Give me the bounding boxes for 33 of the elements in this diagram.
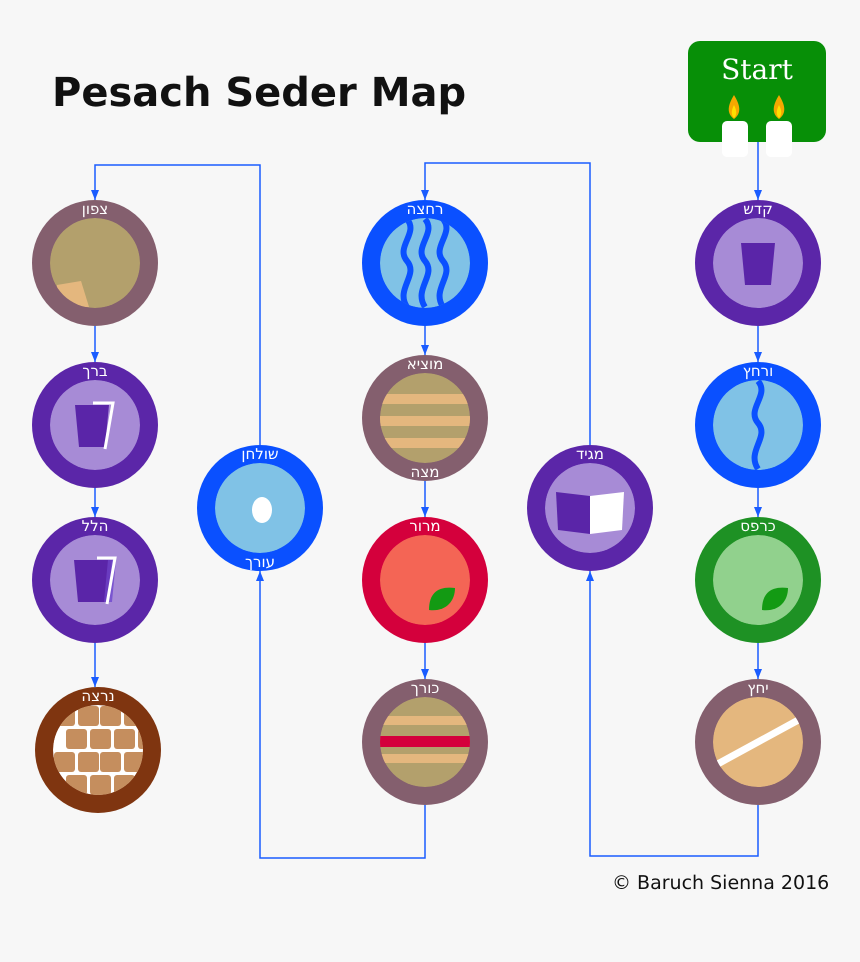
connector-arrow (91, 164, 261, 445)
connector-arrow (421, 643, 429, 679)
step-name: מרור (408, 517, 442, 535)
connector-arrow (421, 162, 591, 445)
connector-arrow (256, 571, 426, 859)
step-name: נרצה (80, 687, 116, 705)
step-name: ברך (81, 362, 109, 380)
step-name: כרפס (739, 517, 777, 535)
step-name: צפון (80, 200, 110, 218)
connector-arrow (91, 326, 99, 362)
connector-arrow (586, 571, 759, 857)
step-name: מגיד (575, 445, 605, 463)
connector-arrow (91, 488, 99, 517)
connector-arrow (754, 326, 762, 362)
connector-arrow (754, 643, 762, 679)
step-name: מצה (410, 463, 440, 481)
step-name: עורך (244, 553, 276, 571)
step-name: קדש (742, 200, 774, 218)
step-name: ורחץ (742, 362, 774, 380)
connector-arrow (421, 481, 429, 517)
copyright-note: © Baruch Sienna 2016 (612, 872, 830, 894)
step-name: כורך (410, 679, 440, 697)
connector-arrow (754, 142, 762, 200)
connector-arrow (754, 488, 762, 517)
connector-arrow (421, 326, 429, 355)
start-label: Start (720, 53, 794, 86)
step-name: יחץ (746, 679, 770, 697)
diagram-title: Pesach Seder Map (52, 70, 466, 116)
connector-arrow (91, 643, 99, 687)
step-name: רחצה (406, 200, 444, 218)
step-name: שולחן (240, 445, 280, 463)
step-name: מוציא (406, 355, 444, 373)
step-name: הלל (80, 517, 110, 535)
